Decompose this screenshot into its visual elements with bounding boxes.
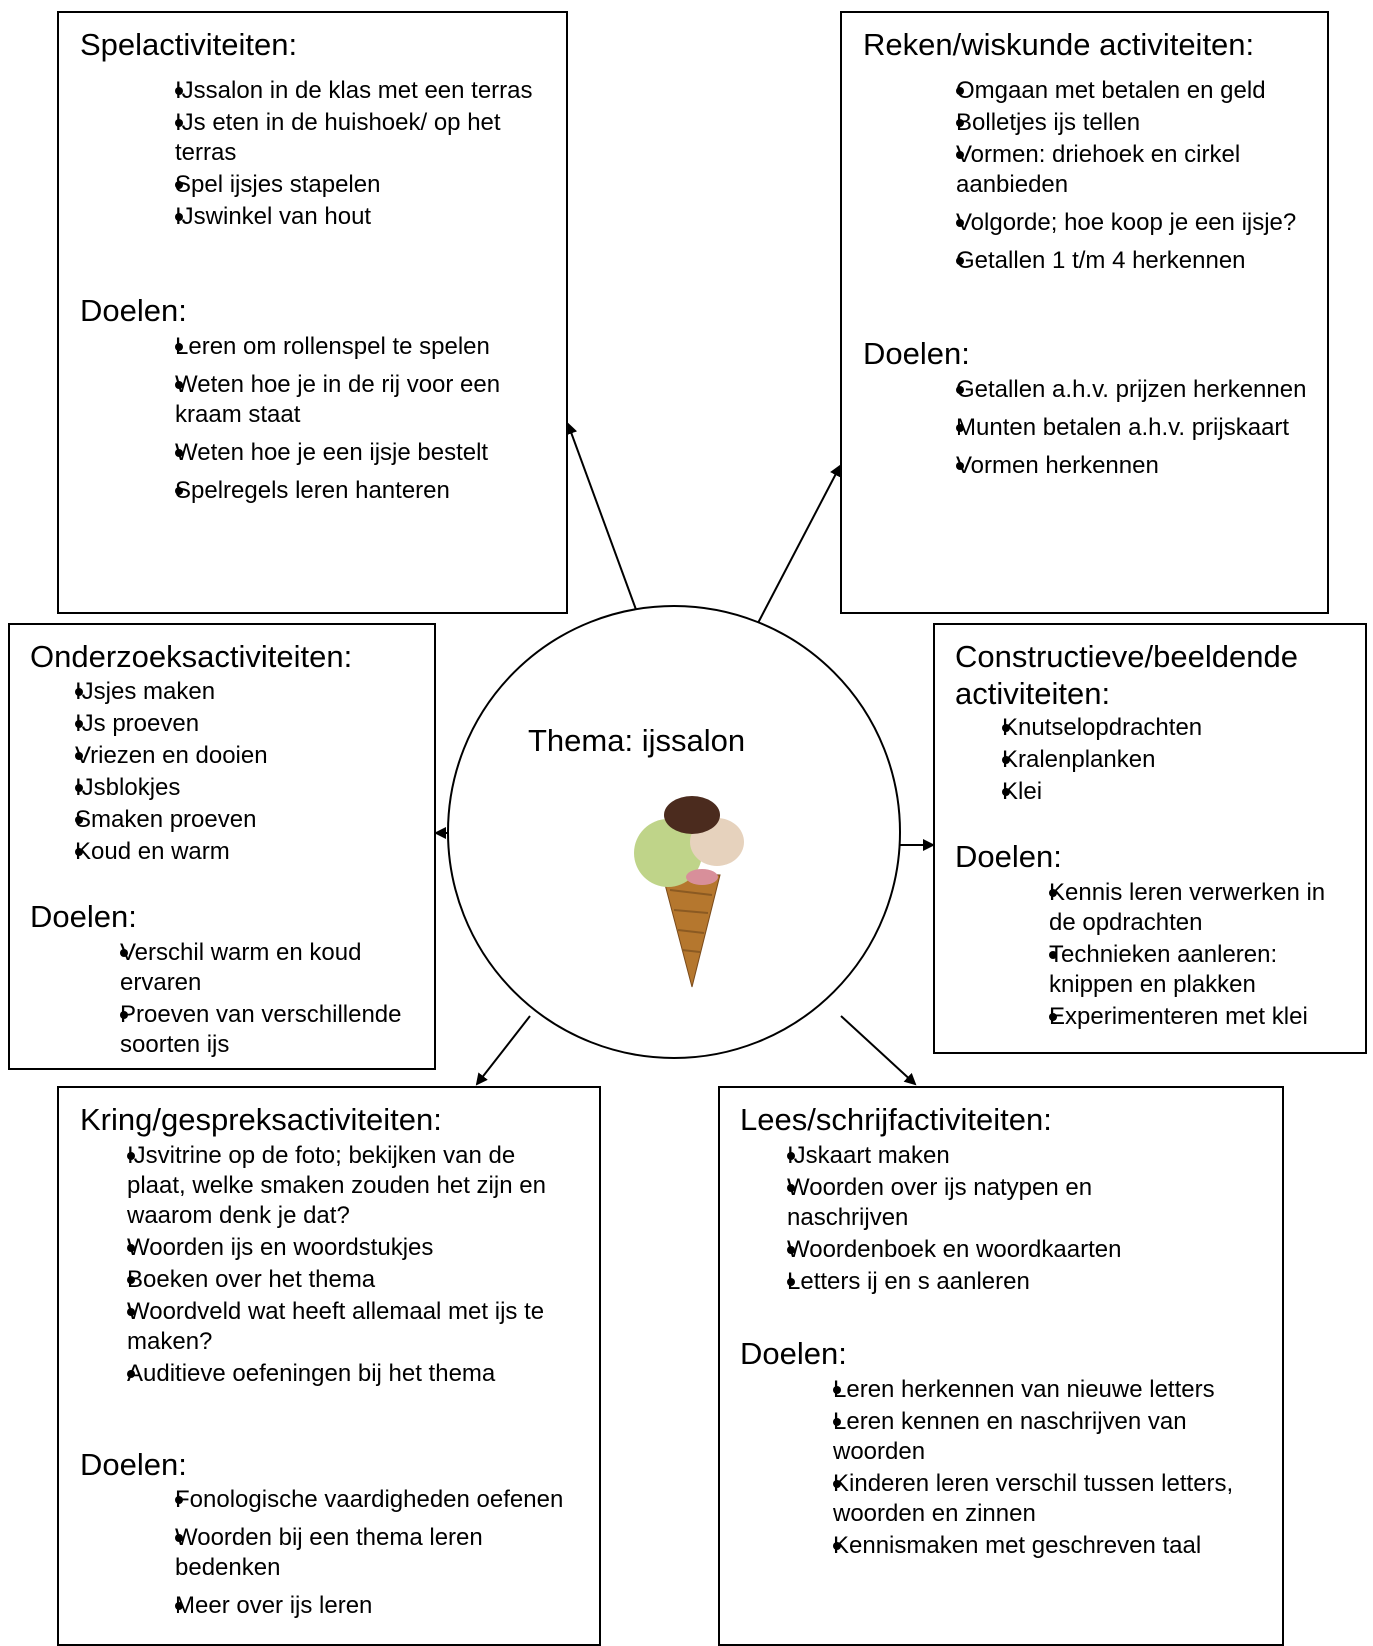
list-item: IJs eten in de huishoek/ op het terras — [175, 108, 545, 168]
list-item: IJs proeven — [75, 709, 415, 739]
lees-goals-list: Leren herkennen van nieuwe letters Leren… — [833, 1375, 1253, 1561]
list-item: Kralenplanken — [1002, 745, 1342, 775]
spel-goals-list: Leren om rollenspel te spelen Weten hoe … — [175, 332, 545, 506]
reken-goals-heading: Doelen: — [863, 336, 970, 371]
list-item: Fonologische vaardigheden oefenen — [175, 1485, 575, 1515]
list-item: Boeken over het thema — [127, 1265, 572, 1295]
list-item: Klei — [1002, 777, 1342, 807]
theme-title: Thema: ijssalon — [528, 723, 746, 758]
list-item: Leren om rollenspel te spelen — [175, 332, 545, 362]
list-item: Meer over ijs leren — [175, 1591, 575, 1621]
list-item: IJswinkel van hout — [175, 202, 545, 232]
box-onderzoek-activities: Onderzoeksactiviteiten: IJsjes maken IJs… — [8, 623, 436, 1070]
arrow-to-kring — [475, 1015, 531, 1086]
arrow-to-lees — [840, 1015, 917, 1086]
list-item: Woorden over ijs natypen en naschrijven — [787, 1173, 1207, 1233]
list-item: Knutselopdrachten — [1002, 713, 1342, 743]
list-item: Getallen a.h.v. prijzen herkennen — [956, 375, 1316, 405]
list-item: Spelregels leren hanteren — [175, 476, 545, 506]
list-item: Volgorde; hoe koop je een ijsje? — [956, 208, 1316, 238]
reken-activity-list: Omgaan met betalen en geld Bolletjes ijs… — [956, 76, 1316, 276]
reken-heading: Reken/wiskunde activiteiten: — [863, 27, 1255, 62]
list-item: Technieken aanleren: knippen en plakken — [1049, 940, 1354, 1000]
kring-goals-heading: Doelen: — [80, 1447, 187, 1482]
list-item: Woorden bij een thema leren bedenken — [175, 1523, 575, 1583]
list-item: Vormen: driehoek en cirkel aanbieden — [956, 140, 1316, 200]
list-item: Koud en warm — [75, 837, 415, 867]
onderzoek-heading: Onderzoeksactiviteiten: — [30, 639, 353, 674]
onderzoek-goals-heading: Doelen: — [30, 899, 137, 934]
list-item: Weten hoe je een ijsje bestelt — [175, 438, 545, 468]
lees-goals-heading: Doelen: — [740, 1336, 847, 1371]
list-item: Leren herkennen van nieuwe letters — [833, 1375, 1253, 1405]
kring-goals-list: Fonologische vaardigheden oefenen Woorde… — [175, 1485, 575, 1621]
list-item: Omgaan met betalen en geld — [956, 76, 1316, 106]
list-item: Kinderen leren verschil tussen letters, … — [833, 1469, 1253, 1529]
construct-heading: Constructieve/beeldende activiteiten: — [955, 639, 1298, 711]
onderzoek-activity-list: IJsjes maken IJs proeven Vriezen en dooi… — [75, 677, 415, 867]
list-item: Verschil warm en koud ervaren — [120, 938, 420, 998]
list-item: IJsvitrine op de foto; bekijken van de p… — [127, 1141, 572, 1231]
box-constructieve-activities: Constructieve/beeldende activiteiten: Kn… — [933, 623, 1367, 1054]
list-item: Bolletjes ijs tellen — [956, 108, 1316, 138]
list-item: Experimenteren met klei — [1049, 1002, 1354, 1032]
construct-goals-list: Kennis leren verwerken in de opdrachten … — [1049, 878, 1354, 1032]
kring-heading: Kring/gespreksactiviteiten: — [80, 1102, 442, 1137]
list-item: Leren kennen en naschrijven van woorden — [833, 1407, 1253, 1467]
list-item: Woordenboek en woordkaarten — [787, 1235, 1207, 1265]
list-item: Auditieve oefeningen bij het thema — [127, 1359, 572, 1389]
box-lees-activities: Lees/schrijfactiviteiten: IJskaart maken… — [718, 1086, 1284, 1646]
list-item: Vormen herkennen — [956, 451, 1316, 481]
box-spel-activities: Spelactiviteiten: IJssalon in de klas me… — [57, 11, 568, 614]
spel-heading: Spelactiviteiten: — [80, 27, 298, 62]
box-reken-activities: Reken/wiskunde activiteiten: Omgaan met … — [840, 11, 1329, 614]
box-kring-activities: Kring/gespreksactiviteiten: IJsvitrine o… — [57, 1086, 601, 1646]
list-item: Kennis leren verwerken in de opdrachten — [1049, 878, 1354, 938]
spel-activity-list: IJssalon in de klas met een terras IJs e… — [175, 76, 545, 232]
construct-activity-list: Knutselopdrachten Kralenplanken Klei — [1002, 713, 1342, 807]
list-item: Smaken proeven — [75, 805, 415, 835]
ice-cream-cone-icon — [634, 796, 744, 988]
list-item: IJssalon in de klas met een terras — [175, 76, 545, 106]
kring-activity-list: IJsvitrine op de foto; bekijken van de p… — [127, 1141, 572, 1389]
lees-heading: Lees/schrijfactiviteiten: — [740, 1102, 1052, 1137]
list-item: Letters ij en s aanleren — [787, 1267, 1207, 1297]
arrow-to-reken — [757, 464, 841, 624]
list-item: IJsblokjes — [75, 773, 415, 803]
list-item: IJskaart maken — [787, 1141, 1207, 1171]
lees-activity-list: IJskaart maken Woorden over ijs natypen … — [787, 1141, 1207, 1297]
arrow-to-spel — [565, 422, 639, 616]
list-item: Spel ijsjes stapelen — [175, 170, 545, 200]
reken-goals-list: Getallen a.h.v. prijzen herkennen Munten… — [956, 375, 1316, 481]
list-item: Weten hoe je in de rij voor een kraam st… — [175, 370, 545, 430]
list-item: Getallen 1 t/m 4 herkennen — [956, 246, 1316, 276]
list-item: Woorden ijs en woordstukjes — [127, 1233, 572, 1263]
spel-goals-heading: Doelen: — [80, 293, 187, 328]
list-item: Proeven van verschillende soorten ijs — [120, 1000, 420, 1060]
onderzoek-goals-list: Verschil warm en koud ervaren Proeven va… — [120, 938, 420, 1060]
list-item: Munten betalen a.h.v. prijskaart — [956, 413, 1316, 443]
list-item: IJsjes maken — [75, 677, 415, 707]
list-item: Vriezen en dooien — [75, 741, 415, 771]
list-item: Woordveld wat heeft allemaal met ijs te … — [127, 1297, 572, 1357]
construct-goals-heading: Doelen: — [955, 839, 1062, 874]
list-item: Kennismaken met geschreven taal — [833, 1531, 1253, 1561]
theme-circle — [447, 605, 901, 1059]
